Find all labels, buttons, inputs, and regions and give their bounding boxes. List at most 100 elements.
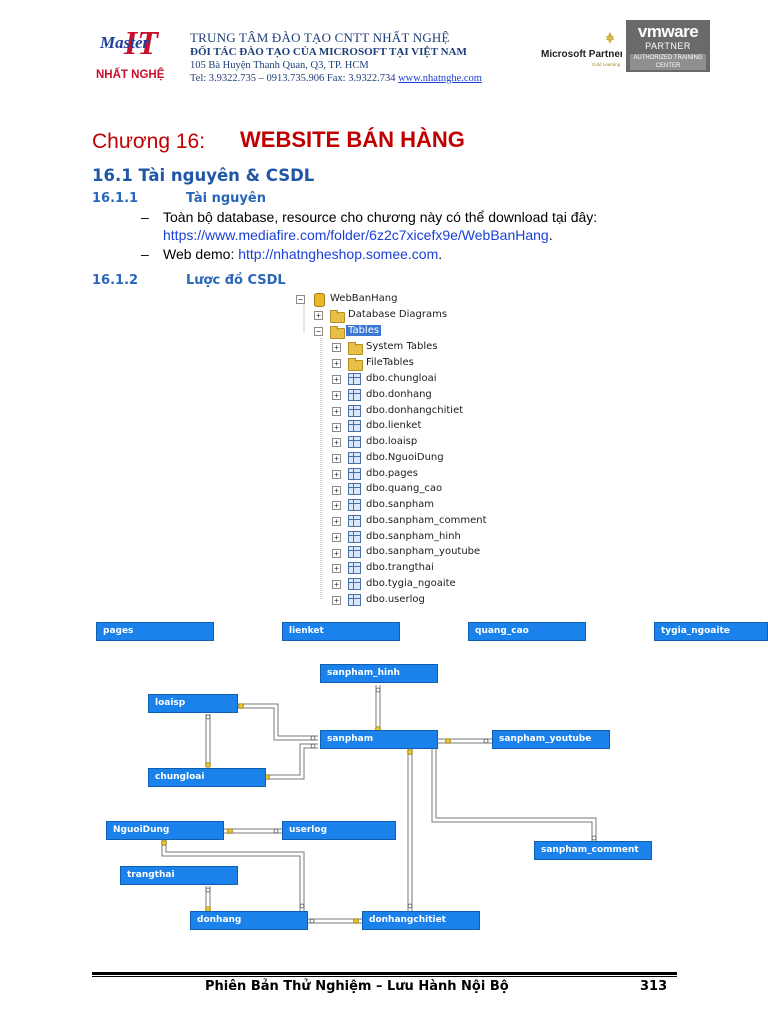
diagram-table-sanpham-comment[interactable]: sanpham_comment bbox=[534, 841, 652, 860]
table-icon bbox=[348, 389, 361, 401]
subsection-number: 16.1.1 bbox=[92, 191, 139, 206]
expand-icon[interactable]: + bbox=[332, 486, 341, 495]
expand-icon[interactable]: + bbox=[332, 375, 341, 384]
tree-node-table[interactable]: dbo.quang_cao bbox=[366, 483, 443, 494]
tree-node-table[interactable]: dbo.loaisp bbox=[366, 436, 418, 447]
table-icon bbox=[348, 452, 361, 464]
header-website-link[interactable]: www.nhatnghe.com bbox=[398, 73, 482, 84]
tree-node-database[interactable]: WebBanHang bbox=[330, 293, 398, 304]
diagram-table-loaisp[interactable]: loaisp bbox=[148, 694, 238, 713]
mediafire-link[interactable]: https://www.mediafire.com/folder/6z2c7xi… bbox=[163, 227, 549, 243]
collapse-icon[interactable]: − bbox=[296, 295, 305, 304]
diagram-table-donhang[interactable]: donhang bbox=[190, 911, 308, 930]
infinity-marker bbox=[205, 714, 211, 720]
table-icon bbox=[348, 373, 361, 385]
expand-icon[interactable]: + bbox=[332, 596, 341, 605]
key-marker bbox=[161, 840, 167, 846]
tree-node-table[interactable]: dbo.donhangchitiet bbox=[366, 405, 464, 416]
expand-icon[interactable]: + bbox=[332, 423, 341, 432]
header-info: TRUNG TÂM ĐÀO TẠO CNTT NHẤT NGHỆ ĐỐI TÁC… bbox=[190, 30, 530, 85]
vmware-brand-text: vmware bbox=[637, 22, 699, 41]
footer-rule-thin bbox=[92, 976, 677, 977]
webdemo-link[interactable]: http://nhatngheshop.somee.com bbox=[238, 246, 439, 262]
diagram-table-lienket[interactable]: lienket bbox=[282, 622, 400, 641]
bullet-dash: – bbox=[141, 209, 149, 225]
tree-node-table[interactable]: dbo.pages bbox=[366, 468, 419, 479]
diagram-table-userlog[interactable]: userlog bbox=[282, 821, 396, 840]
tree-node-table[interactable]: dbo.userlog bbox=[366, 594, 425, 605]
expand-icon[interactable]: + bbox=[332, 438, 341, 447]
bullet-download-link-line: https://www.mediafire.com/folder/6z2c7xi… bbox=[163, 226, 553, 244]
bullet-dash: – bbox=[141, 246, 149, 262]
key-marker bbox=[238, 703, 244, 709]
folder-icon bbox=[330, 310, 345, 323]
expand-icon[interactable]: + bbox=[332, 564, 341, 573]
chapter-label: Chương 16: bbox=[92, 130, 206, 153]
infinity-marker bbox=[310, 735, 316, 741]
diagram-table-chungloai[interactable]: chungloai bbox=[148, 768, 266, 787]
folder-icon bbox=[348, 342, 363, 355]
tree-node-tables[interactable]: Tables bbox=[346, 325, 382, 337]
subsection-number: 16.1.2 bbox=[92, 273, 139, 288]
expand-icon[interactable]: + bbox=[332, 470, 341, 479]
infinity-marker bbox=[309, 918, 315, 924]
bullet-period: . bbox=[548, 227, 553, 243]
bullet-download: – Toàn bộ database, resource cho chương … bbox=[141, 208, 598, 226]
infinity-marker bbox=[205, 887, 211, 893]
table-icon bbox=[348, 483, 361, 495]
expand-icon[interactable]: + bbox=[332, 501, 341, 510]
infinity-marker bbox=[273, 828, 279, 834]
tree-node-table[interactable]: dbo.trangthai bbox=[366, 562, 434, 573]
tree-node-diagrams[interactable]: Database Diagrams bbox=[348, 309, 448, 320]
microsoft-partner-graphic: Microsoft Partner Gold Learning bbox=[541, 32, 624, 67]
table-icon bbox=[348, 499, 361, 511]
table-icon bbox=[348, 562, 361, 574]
tree-node-system-tables[interactable]: System Tables bbox=[366, 341, 438, 352]
tree-node-table[interactable]: dbo.tygia_ngoaite bbox=[366, 578, 456, 589]
expand-icon[interactable]: + bbox=[332, 407, 341, 416]
subsection-title: Lược đồ CSDL bbox=[186, 273, 286, 288]
vmware-authorized-text: AUTHORIZED TRAINING CENTER bbox=[630, 54, 706, 70]
tree-node-table[interactable]: dbo.sanpham bbox=[366, 499, 435, 510]
expand-icon[interactable]: + bbox=[332, 391, 341, 400]
diagram-table-sanpham-hinh[interactable]: sanpham_hinh bbox=[320, 664, 438, 683]
tree-node-table[interactable]: dbo.sanpham_youtube bbox=[366, 546, 481, 557]
expand-icon[interactable]: + bbox=[332, 359, 341, 368]
vmware-partner-badge: vmware PARTNER AUTHORIZED TRAINING CENTE… bbox=[626, 20, 710, 72]
tree-node-table[interactable]: dbo.chungloai bbox=[366, 373, 437, 384]
diagram-table-nguoidung[interactable]: NguoiDung bbox=[106, 821, 224, 840]
expand-icon[interactable]: + bbox=[332, 343, 341, 352]
tree-node-table[interactable]: dbo.sanpham_hinh bbox=[366, 531, 461, 542]
tree-node-table[interactable]: dbo.sanpham_comment bbox=[366, 515, 487, 526]
diagram-table-donhangchitiet[interactable]: donhangchitiet bbox=[362, 911, 480, 930]
table-icon bbox=[348, 468, 361, 480]
diagram-table-sanpham[interactable]: sanpham bbox=[320, 730, 438, 749]
table-icon bbox=[348, 531, 361, 543]
diagram-table-trangthai[interactable]: trangthai bbox=[120, 866, 238, 885]
tree-node-table[interactable]: dbo.NguoiDung bbox=[366, 452, 444, 463]
tree-node-table[interactable]: dbo.lienket bbox=[366, 420, 422, 431]
expand-icon[interactable]: + bbox=[332, 549, 341, 558]
expand-icon[interactable]: + bbox=[332, 533, 341, 542]
diagram-table-quang-cao[interactable]: quang_cao bbox=[468, 622, 586, 641]
bullet-webdemo: – Web demo: http://nhatngheshop.somee.co… bbox=[141, 245, 442, 263]
tree-node-filetables[interactable]: FileTables bbox=[366, 357, 414, 368]
table-icon bbox=[348, 420, 361, 432]
expand-icon[interactable]: + bbox=[332, 580, 341, 589]
infinity-marker bbox=[591, 835, 597, 841]
table-icon bbox=[348, 405, 361, 417]
expand-icon[interactable]: + bbox=[332, 454, 341, 463]
tree-node-table[interactable]: dbo.donhang bbox=[366, 389, 432, 400]
expand-icon[interactable]: + bbox=[332, 517, 341, 526]
nhatnghe-logo: IT Master NHẤT NGHỆ bbox=[92, 20, 182, 82]
header-line-contact: Tel: 3.9322.735 – 0913.735.906 Fax: 3.93… bbox=[190, 72, 530, 85]
diagram-table-pages[interactable]: pages bbox=[96, 622, 214, 641]
diagram-table-sanpham-youtube[interactable]: sanpham_youtube bbox=[492, 730, 610, 749]
footer-text: Phiên Bản Thử Nghiệm – Lưu Hành Nội Bộ bbox=[205, 979, 509, 994]
expand-icon[interactable]: + bbox=[314, 311, 323, 320]
diagram-table-tygia-ngoaite[interactable]: tygia_ngoaite bbox=[654, 622, 768, 641]
collapse-icon[interactable]: − bbox=[314, 327, 323, 336]
section-heading: 16.1 Tài nguyên & CSDL bbox=[92, 166, 315, 185]
microsoft-gold-icon bbox=[606, 32, 614, 44]
bullet-download-text: Toàn bộ database, resource cho chương nà… bbox=[163, 209, 598, 225]
